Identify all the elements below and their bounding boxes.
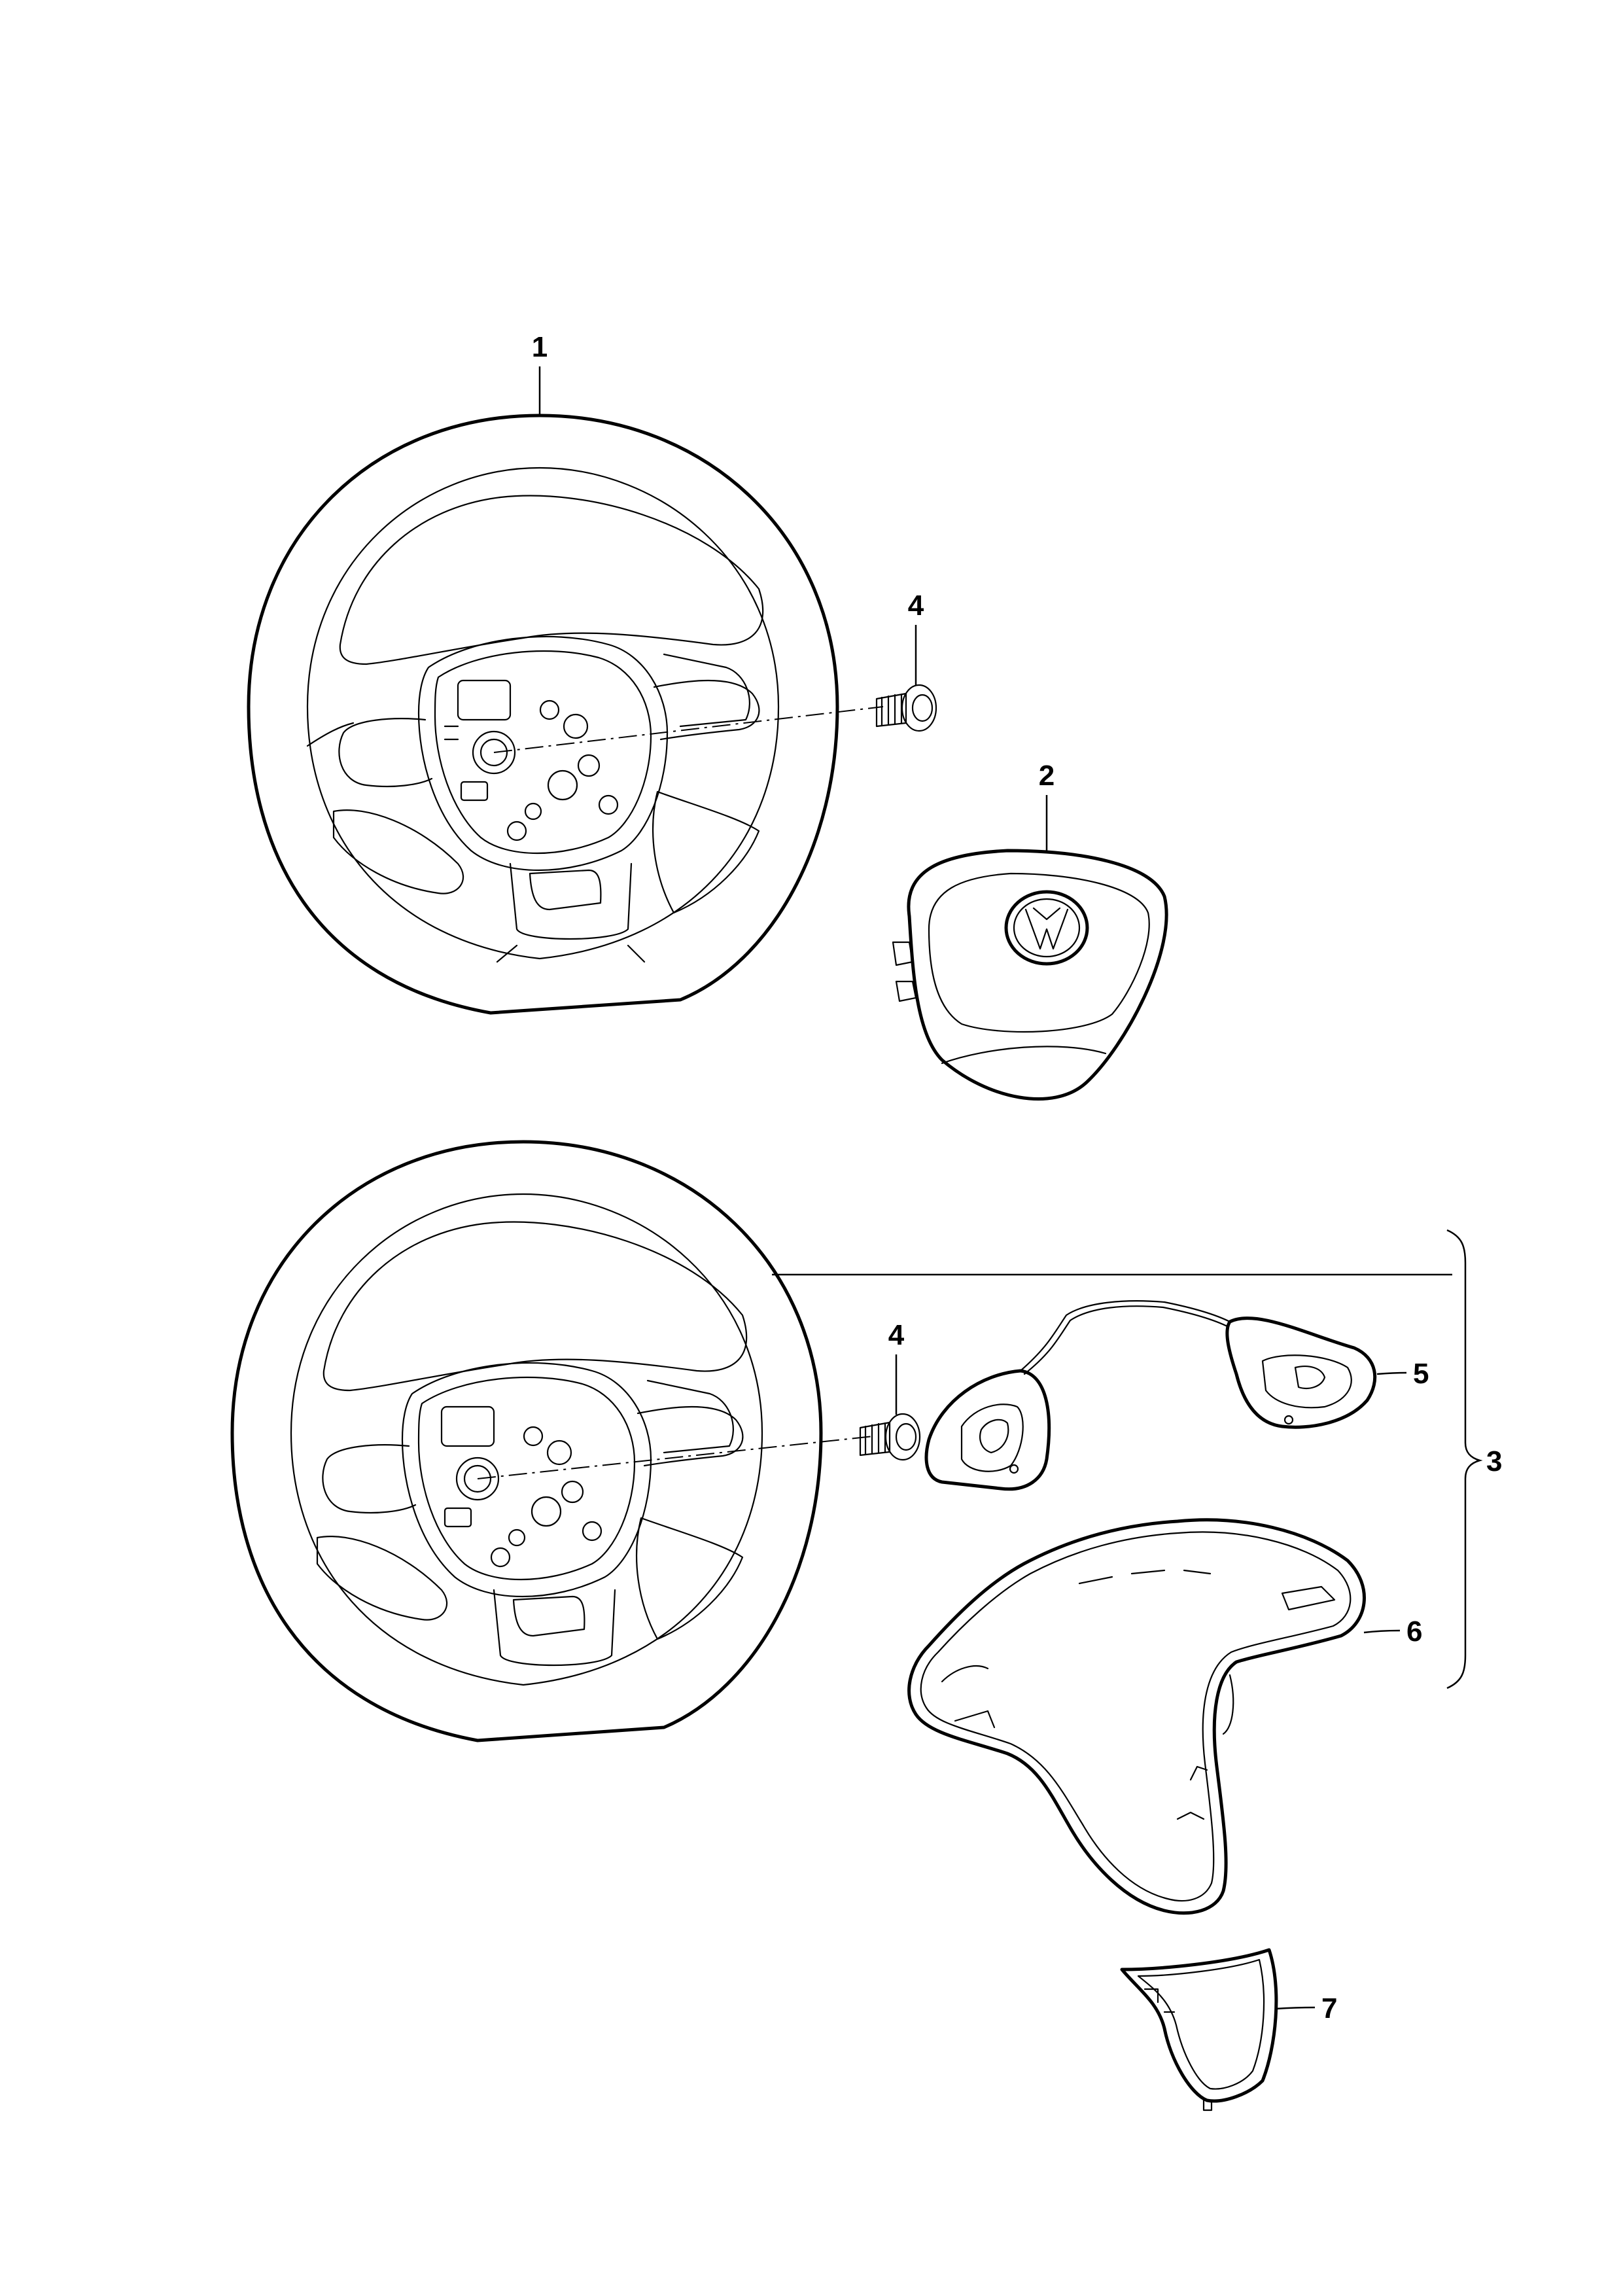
multifunction-switch-part-5 <box>924 1300 1377 1491</box>
airbag-module-part-2 <box>892 849 1168 1101</box>
bolt-part-4-bottom <box>859 1413 921 1461</box>
leader-6 <box>1363 1629 1401 1634</box>
axis-line-3 <box>477 1436 874 1479</box>
callout-4-bottom: 4 <box>888 1319 905 1351</box>
leader-5 <box>1376 1371 1407 1375</box>
callout-1: 1 <box>532 331 548 363</box>
steering-wheel-part-1 <box>247 414 839 1015</box>
leader-lines <box>538 366 1483 2010</box>
callout-labels: 1 4 2 4 5 3 6 7 <box>532 331 1503 2024</box>
trim-cover-part-6 <box>907 1518 1366 1915</box>
bracket-3 <box>1446 1229 1483 1689</box>
callout-5: 5 <box>1413 1358 1429 1390</box>
bolt-part-4-top <box>875 684 937 732</box>
steering-wheel-part-3 <box>230 1140 823 1742</box>
lower-cover-part-7 <box>1120 1948 1278 2111</box>
callout-2: 2 <box>1039 760 1055 792</box>
callout-3: 3 <box>1486 1445 1502 1477</box>
callout-7: 7 <box>1321 1992 1337 2024</box>
callout-4-top: 4 <box>908 590 924 622</box>
callout-6: 6 <box>1406 1616 1422 1648</box>
leader-7 <box>1275 2006 1316 2010</box>
axis-line-1 <box>493 706 884 753</box>
vw-logo-icon <box>1004 890 1089 966</box>
